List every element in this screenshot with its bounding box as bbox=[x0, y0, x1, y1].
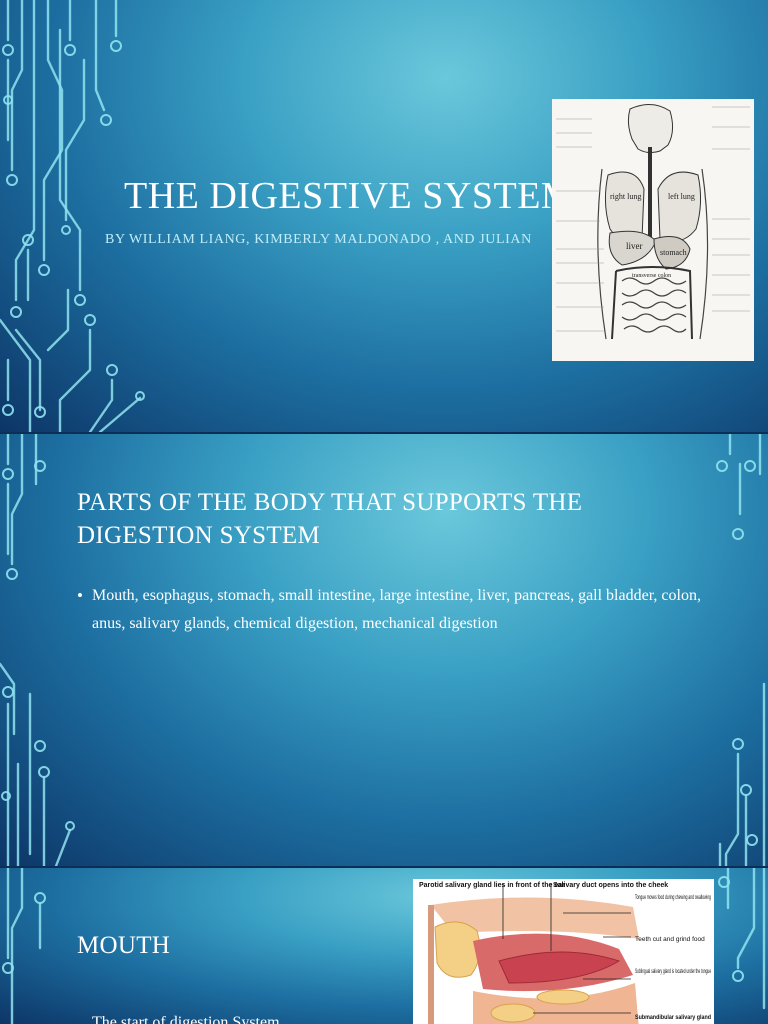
mouth-salivary-glands-diagram: Parotid salivary gland lies in front of … bbox=[413, 879, 714, 1024]
circuit-decoration-left bbox=[0, 434, 75, 866]
figure-label-transverse-colon: transverse colon bbox=[632, 273, 671, 279]
slide-parts-of-body[interactable]: PARTS OF THE BODY THAT SUPPORTS THE DIGE… bbox=[0, 434, 768, 866]
figure-label-parotid: Parotid salivary gland lies in front of … bbox=[419, 882, 565, 889]
circuit-decoration-left bbox=[2, 868, 46, 1024]
figure-label-tongue: Tongue moves food during chewing and swa… bbox=[635, 894, 711, 901]
figure-label-salivary-duct: Salivary duct opens into the cheek bbox=[553, 882, 668, 889]
slide-mouth[interactable]: MOUTH The start of digestion System Paro… bbox=[0, 868, 768, 1024]
bullet-list: Mouth, esophagus, stomach, small intesti… bbox=[77, 582, 702, 638]
bullet-item-partial: The start of digestion System bbox=[92, 1014, 280, 1024]
figure-label-teeth: Teeth cut and grind food bbox=[635, 936, 705, 943]
circuit-decoration-right bbox=[716, 434, 766, 866]
slide-heading: PARTS OF THE BODY THAT SUPPORTS THE DIGE… bbox=[77, 489, 583, 549]
slide-heading: MOUTH bbox=[77, 932, 171, 959]
figure-label-submandibular: Submandibular salivary gland bbox=[635, 1014, 711, 1021]
slide-subtitle-authors: BY WILLIAM LIANG, KIMBERLY MALDONADO , A… bbox=[105, 232, 532, 247]
figure-label-stomach: stomach bbox=[660, 248, 687, 257]
figure-label-left-lung: left lung bbox=[668, 192, 695, 201]
slide-title[interactable]: THE DIGESTIVE SYSTEM BY WILLIAM LIANG, K… bbox=[0, 0, 768, 432]
slide-title-text: THE DIGESTIVE SYSTEM bbox=[124, 175, 576, 217]
digestive-system-diagram: right lung left lung liver stomach trans… bbox=[552, 99, 754, 361]
bullet-item: Mouth, esophagus, stomach, small intesti… bbox=[77, 582, 702, 638]
circuit-decoration-right bbox=[718, 868, 766, 1010]
figure-label-liver: liver bbox=[626, 241, 643, 251]
figure-label-right-lung: right lung bbox=[610, 192, 641, 201]
figure-label-sublingual: Sublingual salivary gland is located und… bbox=[635, 968, 711, 975]
